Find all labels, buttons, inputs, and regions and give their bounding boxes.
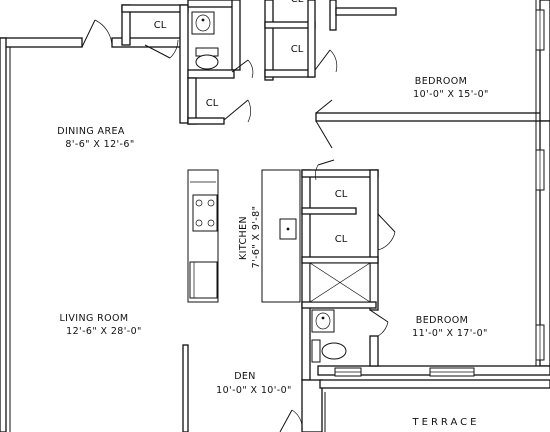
dining-size: 8'-6" X 12'-6" — [65, 139, 134, 150]
closet-label: CL — [335, 189, 348, 200]
fixtures — [187, 11, 371, 363]
bedroom-1-name: BEDROOM — [415, 76, 467, 87]
closet-label: CL — [206, 98, 219, 109]
doors — [81, 19, 396, 432]
bedroom-1-size: 10'-0" X 15'-0" — [413, 89, 489, 100]
living-name: LIVING ROOM — [59, 313, 128, 324]
kitchen-size: 7'-6" X 9'-8" — [251, 206, 262, 269]
closet-label: CL — [335, 234, 348, 245]
bedroom-2-size: 11'-0" X 17'-0" — [412, 328, 488, 339]
closet-label: CL — [154, 20, 167, 31]
den-size: 10'-0" X 10'-0" — [216, 385, 292, 396]
dining-name: DINING AREA — [57, 126, 125, 137]
terrace-name: TERRACE — [412, 417, 480, 428]
closet-label: CL — [291, 0, 304, 5]
bedroom-2-name: BEDROOM — [416, 315, 468, 326]
closet-labels: CL CL CL CL CL CL — [154, 0, 348, 245]
closet-label: CL — [291, 44, 304, 55]
windows — [334, 9, 545, 377]
den-name: DEN — [234, 371, 256, 382]
kitchen-name: KITCHEN — [238, 216, 249, 260]
living-size: 12'-6" X 28'-0" — [66, 326, 142, 337]
room-labels: BEDROOM 10'-0" X 15'-0" DINING AREA 8'-6… — [57, 76, 489, 428]
